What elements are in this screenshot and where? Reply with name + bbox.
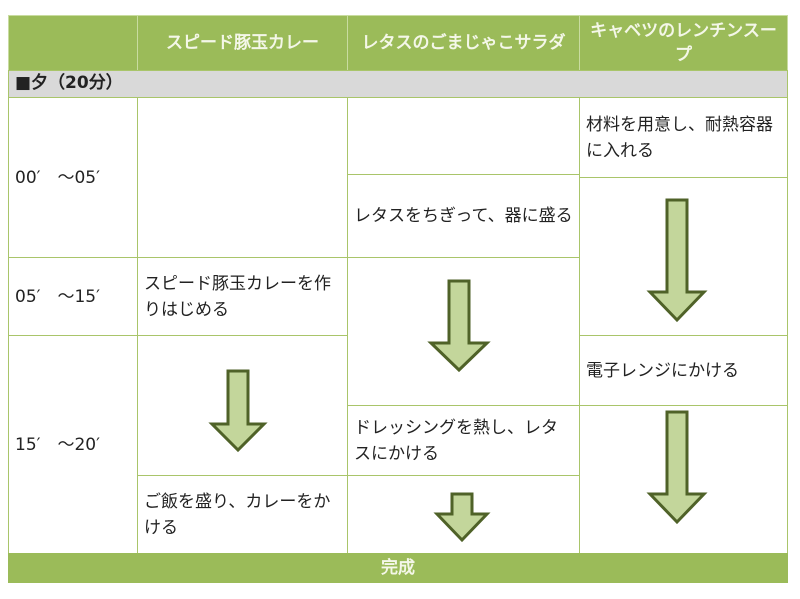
- header-soup: キャベツのレンチンスープ: [579, 15, 788, 71]
- down-arrow-icon: [433, 492, 491, 543]
- header-curry: スピード豚玉カレー: [137, 15, 348, 71]
- soup-step1: 材料を用意し、耐熱容器に入れる: [579, 97, 788, 178]
- down-arrow-icon: [646, 410, 708, 525]
- down-arrow-icon: [427, 279, 491, 373]
- section-label: ■夕（20分）: [8, 70, 788, 98]
- time-05-15: 05′ ～15′: [8, 257, 138, 336]
- soup-step2: 電子レンジにかける: [579, 335, 788, 406]
- salad-empty-cell: [347, 97, 580, 175]
- header-blank: [8, 15, 138, 71]
- down-arrow-icon: [646, 198, 708, 323]
- curry-empty-cell: [137, 97, 348, 258]
- curry-step1: スピード豚玉カレーを作りはじめる: [137, 257, 348, 336]
- salad-step2: ドレッシングを熱し、レタスにかける: [347, 405, 580, 476]
- down-arrow-icon: [208, 369, 268, 453]
- salad-step1: レタスをちぎって、器に盛る: [347, 174, 580, 258]
- complete-row: 完成: [8, 553, 788, 583]
- time-15-20: 15′ ～20′: [8, 335, 138, 554]
